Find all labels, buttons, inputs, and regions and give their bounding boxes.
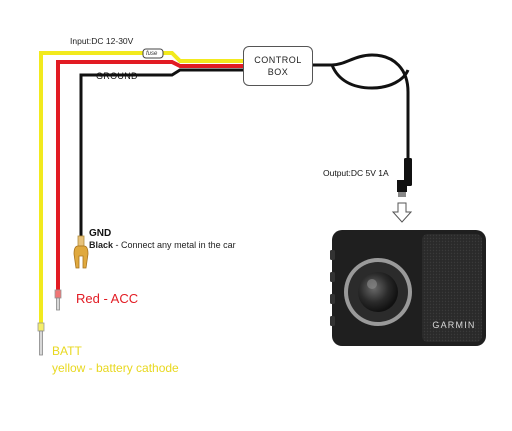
control-box-label-line1: CONTROL: [254, 55, 302, 65]
black-wire-description: Black - Connect any metal in the car: [89, 240, 236, 250]
ground-fork-terminal: [73, 235, 89, 269]
control-box-label-line2: BOX: [267, 67, 289, 77]
camera-grip-texture: [422, 234, 482, 342]
lens-glare: [367, 279, 377, 289]
red-acc-wire: [56, 60, 243, 292]
usb-plug-connector: [397, 158, 412, 197]
output-cable-loop: [330, 64, 410, 90]
output-voltage-label: Output:DC 5V 1A: [323, 168, 389, 178]
yellow-terminal-pin: [37, 322, 45, 356]
black-word: Black: [89, 240, 114, 250]
fuse-label: fuse: [146, 51, 158, 57]
batt-label: BATT: [52, 344, 82, 358]
lens-icon: [358, 272, 398, 312]
fuse-holder: [142, 48, 164, 59]
output-cable: [311, 53, 410, 158]
yellow-batt-wire: [39, 51, 243, 325]
ground-wire-label: GROUND: [96, 71, 138, 81]
red-acc-label: Red - ACC: [76, 291, 139, 306]
side-buttons: [330, 250, 335, 326]
brand-logo: GARMIN: [432, 320, 475, 330]
input-voltage-label: Input:DC 12-30V: [70, 36, 134, 46]
black-desc-text: - Connect any metal in the car: [113, 240, 236, 250]
yellow-wire-description: yellow - battery cathode: [52, 361, 179, 375]
red-terminal-pin: [54, 289, 62, 311]
gnd-label: GND: [89, 228, 112, 239]
dash-camera: GARMIN: [330, 230, 486, 346]
down-arrow-icon: [391, 202, 413, 223]
control-box: CONTROL BOX: [243, 46, 313, 86]
black-ground-wire: [79, 68, 243, 238]
